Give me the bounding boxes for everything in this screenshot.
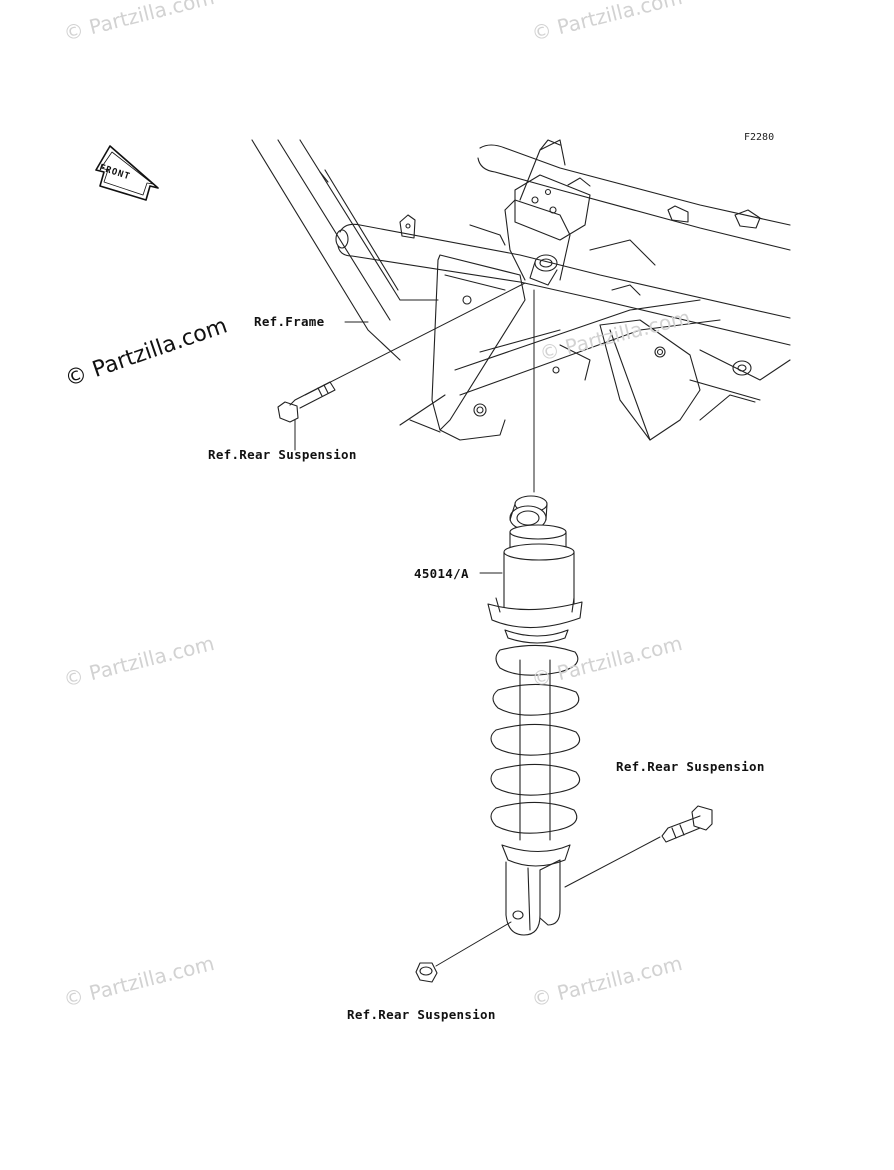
label-ref-rear-suspension-bottom[interactable]: Ref.Rear Suspension	[347, 1007, 496, 1022]
lower-nut	[415, 962, 438, 983]
label-part-number[interactable]: 45014/A	[414, 566, 469, 581]
front-arrow-icon	[95, 145, 159, 201]
label-ref-frame[interactable]: Ref.Frame	[254, 314, 325, 329]
leader-lines	[294, 282, 661, 967]
diagram-code: F2280	[744, 132, 775, 143]
rear-shock-absorber	[487, 495, 583, 936]
label-ref-rear-suspension-top[interactable]: Ref.Rear Suspension	[208, 447, 357, 462]
label-ref-rear-suspension-right[interactable]: Ref.Rear Suspension	[616, 759, 765, 774]
frame-drawing	[251, 139, 791, 441]
lower-mounting-bolt	[661, 805, 713, 843]
upper-mounting-bolt	[277, 381, 336, 423]
